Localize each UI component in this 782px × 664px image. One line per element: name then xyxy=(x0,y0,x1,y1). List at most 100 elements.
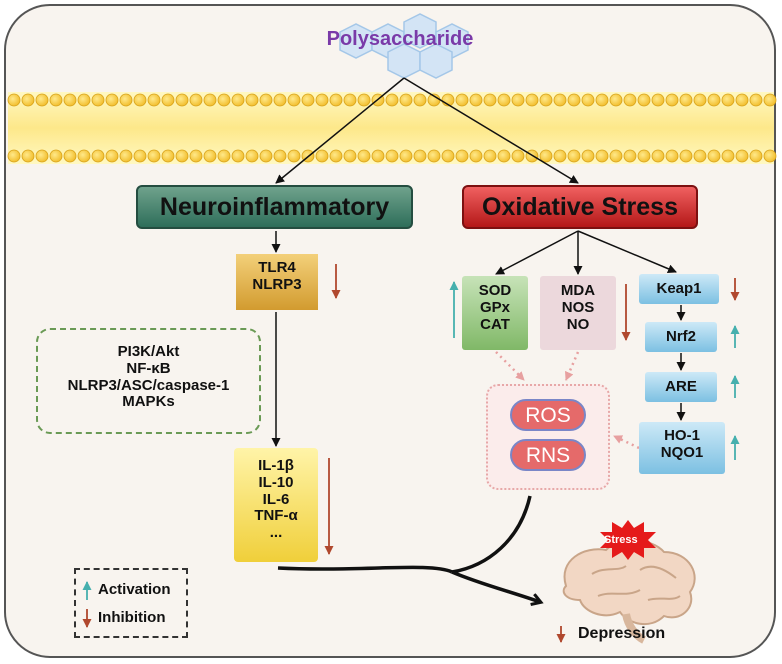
lipid-head xyxy=(693,93,707,107)
lipid-head xyxy=(217,149,231,163)
cytokine-item: IL-10 xyxy=(258,473,294,491)
lipid-head xyxy=(301,93,315,107)
marker-item: NO xyxy=(566,315,590,333)
lipid-head xyxy=(455,149,469,163)
brain-icon xyxy=(562,539,696,644)
lipid-head xyxy=(371,149,385,163)
arrow-to-brain xyxy=(451,570,540,602)
legend-box: Activation Inhibition xyxy=(74,568,188,638)
lipid-head xyxy=(735,93,749,107)
lipid-head xyxy=(679,93,693,107)
lipid-head xyxy=(763,93,777,107)
pathway-item: NF-κB xyxy=(126,359,171,377)
lipid-head xyxy=(595,93,609,107)
lipid-head xyxy=(539,93,553,107)
lipid-head xyxy=(245,93,259,107)
neuroinflammatory-header: Neuroinflammatory xyxy=(136,185,413,229)
depression-label: Depression xyxy=(578,625,666,642)
lipid-head xyxy=(455,93,469,107)
lipid-head xyxy=(231,149,245,163)
lipid-head xyxy=(735,149,749,163)
lipid-head xyxy=(539,149,553,163)
lipid-head xyxy=(273,149,287,163)
lipid-head xyxy=(357,93,371,107)
lipid-head xyxy=(63,149,77,163)
arrow-ho1-to-ros xyxy=(613,434,640,450)
are-box: ARE xyxy=(645,372,717,402)
lipid-head xyxy=(329,149,343,163)
marker-item: MDA xyxy=(560,282,596,299)
lipid-head xyxy=(21,93,35,107)
stress-label: Stress xyxy=(604,534,638,546)
lipid-bilayer-membrane xyxy=(7,92,777,164)
lipid-head xyxy=(203,93,217,107)
lipid-head xyxy=(567,93,581,107)
lipid-head xyxy=(147,149,161,163)
lipid-head xyxy=(259,93,273,107)
lipid-head xyxy=(721,93,735,107)
lipid-head xyxy=(385,149,399,163)
antioxidant-enzymes-box: SOD GPx CAT xyxy=(462,276,528,350)
lipid-head xyxy=(581,93,595,107)
lipid-head xyxy=(679,149,693,163)
arrow-mda-to-ros xyxy=(564,351,580,381)
lipid-head xyxy=(469,93,483,107)
tlr4-nlrp3-box: TLR4 NLRP3 xyxy=(236,254,318,310)
lipid-head xyxy=(329,93,343,107)
arrow-to-neuroinflammatory xyxy=(275,77,405,184)
lipid-head xyxy=(749,93,763,107)
lipid-head xyxy=(693,149,707,163)
arrow-to-oxidative-stress xyxy=(403,77,579,184)
lipid-head xyxy=(385,93,399,107)
lipid-head xyxy=(161,93,175,107)
nqo1-label: NQO1 xyxy=(660,443,704,461)
lipid-head xyxy=(231,93,245,107)
lipid-head xyxy=(7,93,21,107)
polysaccharide-hexagon-icon xyxy=(339,13,469,79)
lipid-head xyxy=(147,93,161,107)
lipid-head xyxy=(21,149,35,163)
neuro-pathway-curve xyxy=(277,565,453,574)
cytokine-item: TNF-α xyxy=(254,507,298,525)
lipid-head xyxy=(63,93,77,107)
lipid-head xyxy=(343,93,357,107)
lipid-head xyxy=(483,149,497,163)
lipid-head xyxy=(609,149,623,163)
lipid-head xyxy=(35,93,49,107)
lipid-head xyxy=(91,149,105,163)
pathway-item: PI3K/Akt xyxy=(117,343,180,360)
oxidative-stress-header: Oxidative Stress xyxy=(462,185,698,229)
arrow-to-keap1 xyxy=(577,230,677,274)
lipid-head xyxy=(77,149,91,163)
enzyme-item: CAT xyxy=(480,315,510,333)
lipid-head xyxy=(637,93,651,107)
lipid-head xyxy=(287,149,301,163)
lipid-head xyxy=(623,149,637,163)
tlr4-label: TLR4 xyxy=(258,259,296,276)
cytokine-item: IL-1β xyxy=(258,457,294,474)
title-polysaccharide: Polysaccharide xyxy=(326,28,474,50)
lipid-head xyxy=(315,93,329,107)
cytokines-box: IL-1β IL-10 IL-6 TNF-α ... xyxy=(234,448,318,562)
lipid-head xyxy=(623,93,637,107)
cytokine-item: IL-6 xyxy=(262,490,290,508)
lipid-head xyxy=(665,93,679,107)
lipid-head xyxy=(511,149,525,163)
lipid-head xyxy=(721,149,735,163)
lipid-head xyxy=(441,149,455,163)
lipid-head xyxy=(189,93,203,107)
legend-activation-label: Activation xyxy=(98,581,171,598)
lipid-head xyxy=(119,149,133,163)
lipid-head xyxy=(7,149,21,163)
lipid-head xyxy=(315,149,329,163)
lipid-head xyxy=(707,149,721,163)
lipid-head xyxy=(595,149,609,163)
lipid-head xyxy=(399,93,413,107)
lipid-head xyxy=(749,149,763,163)
enzyme-item: SOD xyxy=(478,282,512,299)
pathway-item: NLRP3/ASC/caspase-1 xyxy=(67,376,230,394)
stress-burst-icon xyxy=(600,520,656,560)
lipid-head xyxy=(119,93,133,107)
lipid-head xyxy=(651,93,665,107)
